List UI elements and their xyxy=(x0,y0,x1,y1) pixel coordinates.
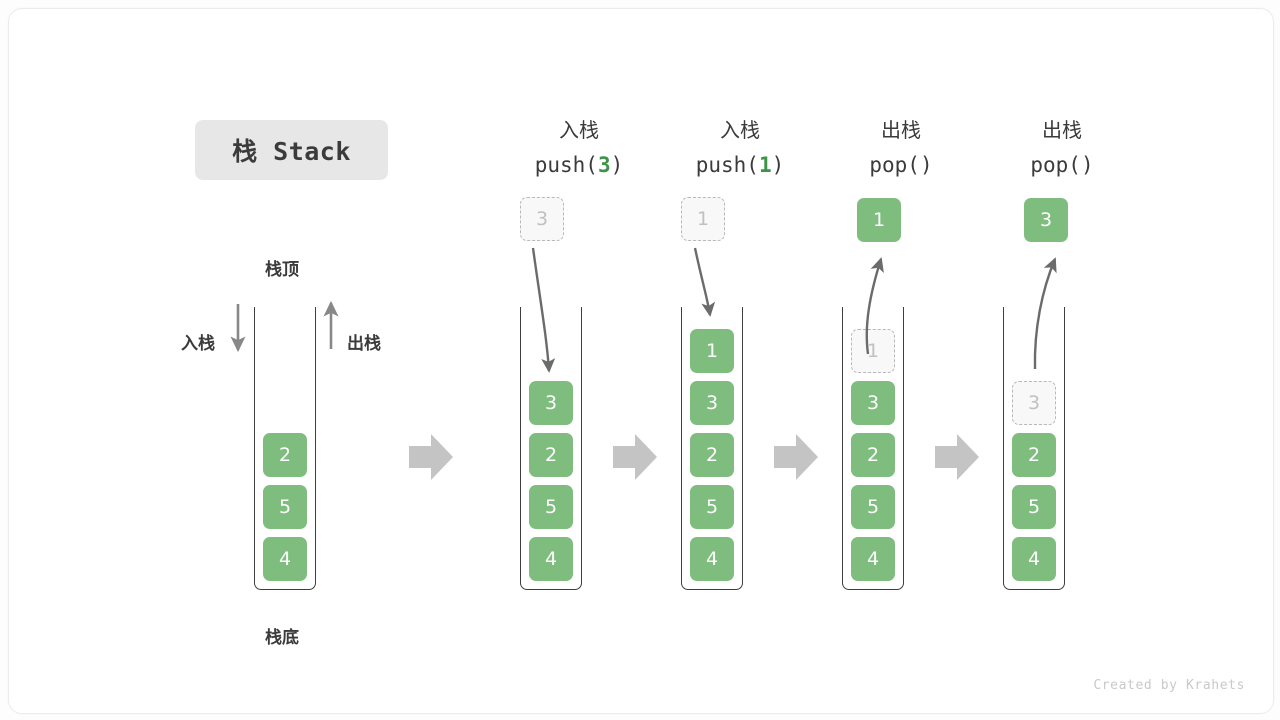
stack-initial: 2 5 4 xyxy=(254,307,316,590)
transition-arrow xyxy=(935,434,979,480)
incoming-cell-push-3: 3 xyxy=(520,197,564,241)
stack-push-1: 1 3 2 5 4 xyxy=(681,307,743,590)
stack-push-3: 3 2 5 4 xyxy=(520,307,582,590)
code-prefix: pop( xyxy=(869,153,920,177)
stack-cell: 5 xyxy=(1012,485,1056,529)
stack-cell: 5 xyxy=(851,485,895,529)
code-arg: 1 xyxy=(758,153,772,177)
stack-cell: 5 xyxy=(263,485,307,529)
stack-bottom-label: 栈底 xyxy=(265,628,299,648)
transition-arrow xyxy=(409,434,453,480)
stack-cell-ghost: 1 xyxy=(851,329,895,373)
stack-cell: 2 xyxy=(851,433,895,477)
credit-text: Created by Krahets xyxy=(1093,678,1245,693)
column-header-pop-3: 出栈 pop() xyxy=(977,115,1147,182)
incoming-cell-push-1: 1 xyxy=(681,197,725,241)
push-side-label: 入栈 xyxy=(181,334,215,354)
stack-cell: 3 xyxy=(851,381,895,425)
stack-cell: 1 xyxy=(690,329,734,373)
code-suffix: ) xyxy=(771,153,785,177)
column-header-push-1: 入栈 push(1) xyxy=(655,115,825,182)
code-suffix: ) xyxy=(610,153,624,177)
diagram-card: 栈 Stack 栈顶 栈底 入栈 出栈 入栈 push(3) 入栈 push(1… xyxy=(8,8,1274,714)
column-header-push-3: 入栈 push(3) xyxy=(494,115,664,182)
column-header-code: push(1) xyxy=(655,150,825,182)
stack-cell: 4 xyxy=(851,537,895,581)
code-suffix: ) xyxy=(919,153,933,177)
code-prefix: push( xyxy=(534,153,598,177)
code-suffix: ) xyxy=(1080,153,1094,177)
stack-cell: 4 xyxy=(1012,537,1056,581)
push-1-flow-arrow xyxy=(693,247,716,317)
stack-cell: 4 xyxy=(690,537,734,581)
column-header-code: pop() xyxy=(977,150,1147,182)
stack-cell: 3 xyxy=(529,381,573,425)
stack-cell: 5 xyxy=(529,485,573,529)
stack-cell: 2 xyxy=(1012,433,1056,477)
stack-cell: 2 xyxy=(529,433,573,477)
stack-pop-3: 3 2 5 4 xyxy=(1003,307,1065,590)
column-header-cn: 出栈 xyxy=(881,118,921,142)
code-prefix: push( xyxy=(695,153,759,177)
stack-top-label: 栈顶 xyxy=(265,260,299,280)
stack-cell: 2 xyxy=(263,433,307,477)
stack-cell-ghost: 3 xyxy=(1012,381,1056,425)
column-header-pop-1: 出栈 pop() xyxy=(816,115,986,182)
stack-cell: 4 xyxy=(263,537,307,581)
stack-cell: 5 xyxy=(690,485,734,529)
stack-cell: 4 xyxy=(529,537,573,581)
code-arg: 3 xyxy=(597,153,611,177)
column-header-cn: 出栈 xyxy=(1042,118,1082,142)
popped-cell-pop-1: 1 xyxy=(857,198,901,242)
column-header-cn: 入栈 xyxy=(559,118,599,142)
pop-side-label: 出栈 xyxy=(347,334,381,354)
stack-cell: 2 xyxy=(690,433,734,477)
transition-arrow xyxy=(613,434,657,480)
transition-arrow xyxy=(774,434,818,480)
column-header-cn: 入栈 xyxy=(720,118,760,142)
column-header-code: pop() xyxy=(816,150,986,182)
stack-pop-1: 1 3 2 5 4 xyxy=(842,307,904,590)
popped-cell-pop-3: 3 xyxy=(1024,198,1068,242)
column-header-code: push(3) xyxy=(494,150,664,182)
title-badge: 栈 Stack xyxy=(195,120,388,180)
code-prefix: pop( xyxy=(1030,153,1081,177)
stack-cell: 3 xyxy=(690,381,734,425)
